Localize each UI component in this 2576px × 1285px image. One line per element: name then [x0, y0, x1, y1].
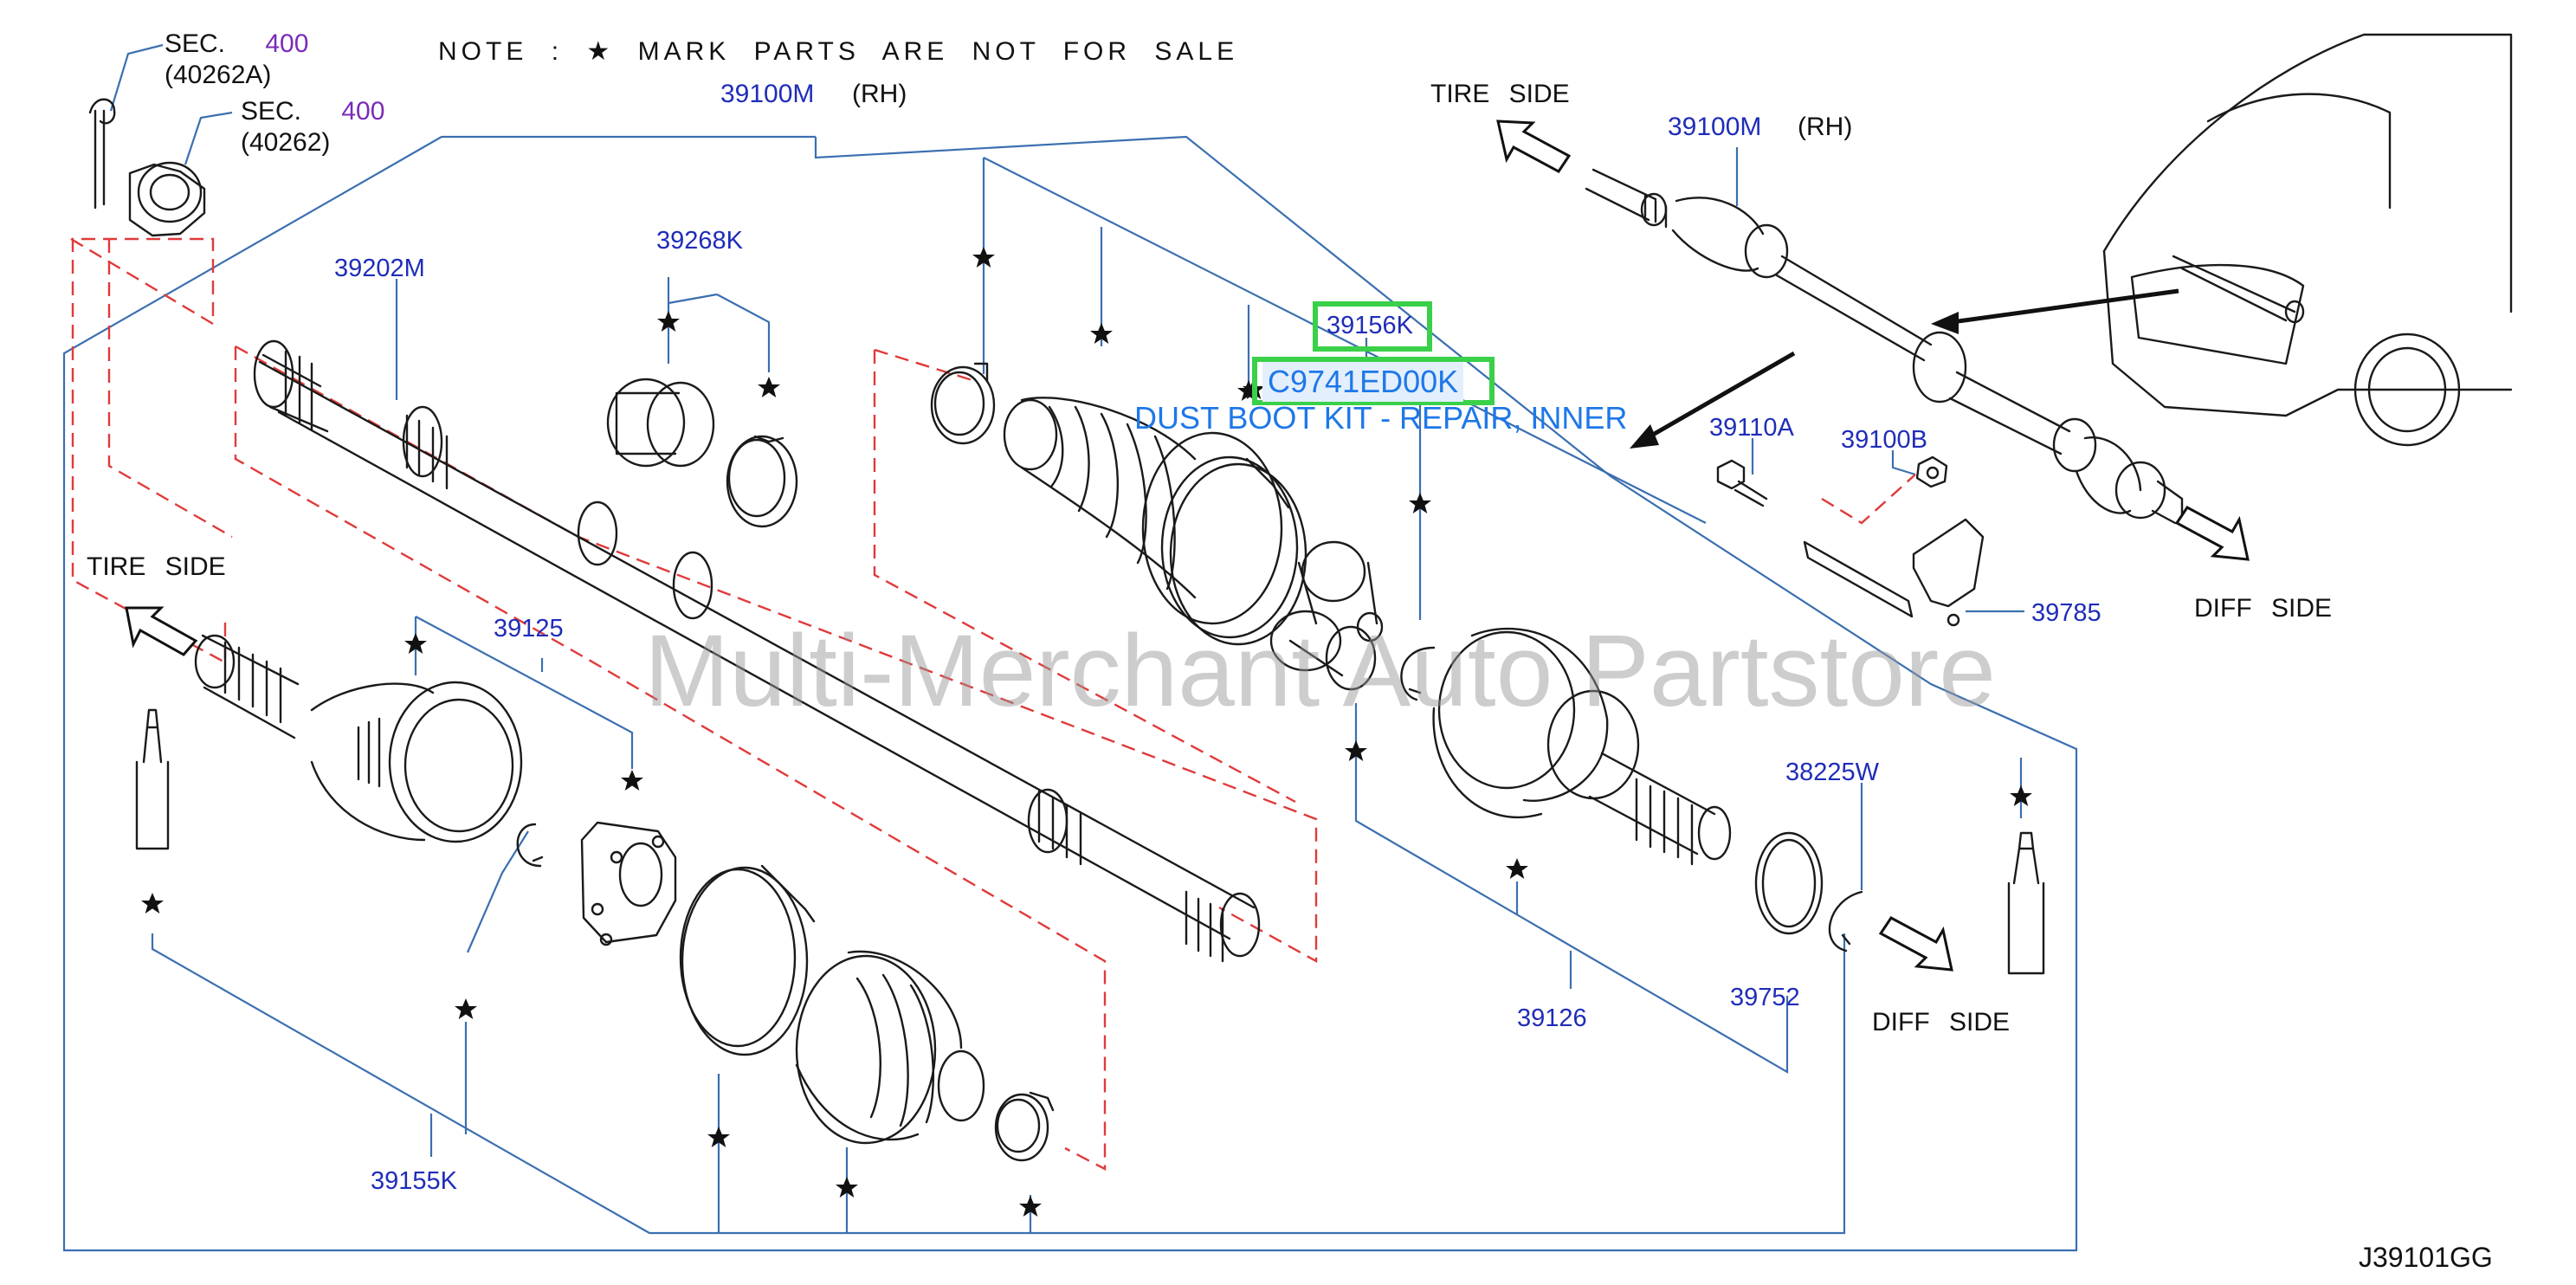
highlight-box-selected[interactable] — [1252, 357, 1495, 405]
drive-shaft — [253, 339, 1261, 963]
circlip-outer — [516, 823, 544, 868]
part-label-39752[interactable]: 39752 — [1730, 984, 1800, 1011]
part-label-39268k[interactable]: 39268K — [656, 227, 743, 255]
assembly-boundary — [62, 135, 2078, 1252]
diff-side-label-right: DIFF SIDE — [2194, 594, 2333, 623]
diagram-code: J39101GG — [2359, 1242, 2493, 1273]
part-label-39110a[interactable]: 39110A — [1709, 414, 1794, 442]
sec-label-2[interactable]: SEC. 400 — [241, 97, 385, 126]
car-outline — [2102, 33, 2513, 447]
side-label-overview: (RH) — [1798, 113, 1853, 141]
outer-boot-clamp-small — [994, 1091, 1055, 1162]
sec-label-1[interactable]: SEC. 400 — [165, 29, 309, 58]
note-header: NOTE : ★ MARK PARTS ARE NOT FOR SALE — [438, 36, 1238, 67]
side-label-main: (RH) — [852, 80, 907, 108]
grease-tube-right — [2007, 831, 2045, 975]
damper — [606, 378, 798, 528]
inner-boot-clamp-large — [1160, 455, 1307, 646]
inner-boot — [1003, 397, 1283, 625]
tripod-joint — [1269, 540, 1384, 691]
watermark: Multi-Merchant Auto Partstore — [644, 614, 1996, 728]
highlight-box-39156k[interactable] — [1313, 301, 1432, 352]
oil-seal — [1754, 831, 1824, 935]
outer-boot — [795, 950, 985, 1145]
open-arrow-icon — [125, 119, 2250, 972]
note-text: MARK PARTS ARE NOT FOR SALE — [637, 37, 1239, 66]
part-label-39100m-main[interactable]: 39100M — [720, 80, 815, 108]
part-label-39155k[interactable]: 39155K — [371, 1167, 457, 1195]
outer-inner-race — [580, 821, 677, 946]
overview-axle — [1585, 168, 2184, 525]
inner-joint-housing — [1432, 628, 1732, 866]
part-label-39202m[interactable]: 39202M — [334, 255, 425, 282]
part-label-39100m-overview[interactable]: 39100M — [1668, 113, 1762, 141]
selected-part-code[interactable]: C9741ED00K — [1262, 362, 1464, 402]
part-line-art — [88, 33, 2513, 1162]
solid-arrow-icon — [1630, 288, 2179, 449]
diff-side-label-bottom: DIFF SIDE — [1872, 1008, 2011, 1036]
outer-boot-clamp-large — [679, 864, 816, 1056]
hex-nut — [128, 161, 206, 237]
part-label-39785[interactable]: 39785 — [2031, 599, 2101, 627]
part-label-39126[interactable]: 39126 — [1517, 1004, 1587, 1032]
tire-side-label-top: TIRE SIDE — [1430, 80, 1570, 108]
part-label-39125[interactable]: 39125 — [494, 615, 564, 642]
selected-part-description: DUST BOOT KIT - REPAIR, INNER — [1134, 400, 1628, 436]
tire-side-label-left: TIRE SIDE — [87, 552, 226, 581]
leader-lines — [62, 43, 2078, 1252]
star-icon: ★ — [586, 37, 615, 66]
sec-page-2[interactable]: 400 — [341, 97, 385, 126]
note-prefix: NOTE — [438, 37, 528, 66]
inner-boot-clamp-small — [930, 362, 996, 445]
grease-tube-left — [135, 708, 170, 850]
note-colon: : — [551, 37, 564, 66]
part-label-39100b[interactable]: 39100B — [1841, 426, 1927, 454]
sec-ref-1: (40262A) — [165, 61, 272, 89]
snap-ring-inner — [1400, 646, 1436, 701]
part-label-39156k[interactable]: 39156K — [1327, 312, 1413, 339]
part-label-38225w[interactable]: 38225W — [1785, 759, 1880, 786]
bracket-parts — [1716, 455, 1985, 627]
outer-joint — [194, 634, 523, 843]
cotter-pin — [88, 98, 116, 210]
sec-ref-2: (40262) — [241, 128, 331, 157]
sec-page-1[interactable]: 400 — [265, 29, 309, 58]
circlip-inner — [1828, 890, 1863, 952]
